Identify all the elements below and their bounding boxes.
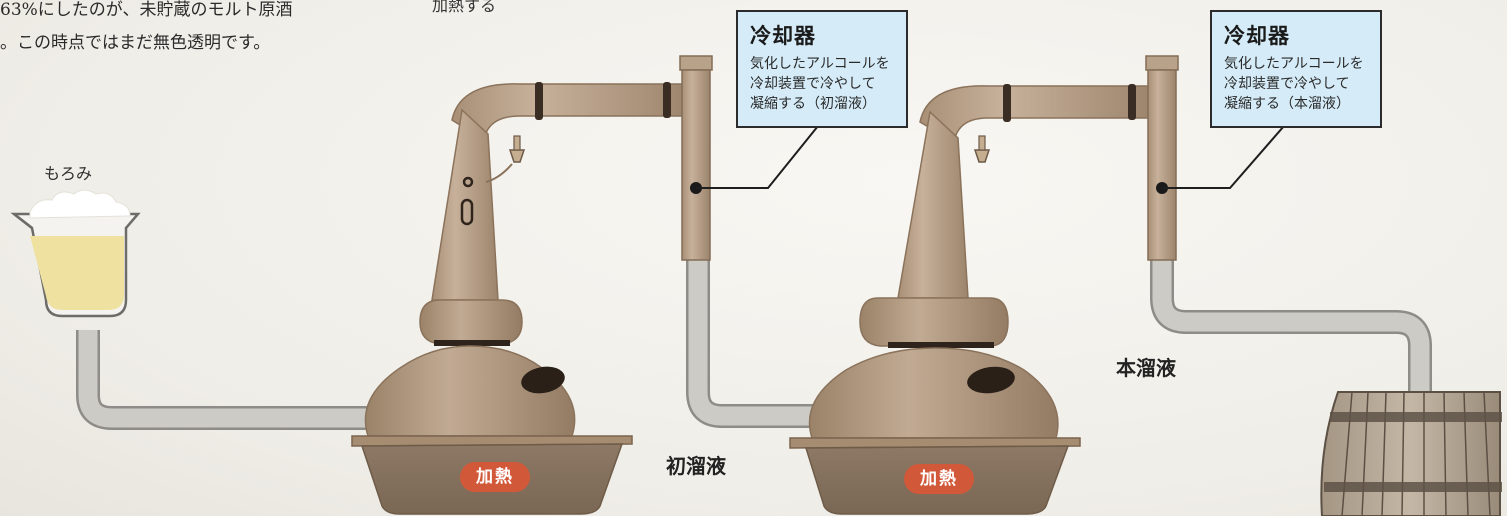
cooler-title-left: 冷却器: [750, 24, 816, 48]
condenser-right: [1145, 55, 1179, 261]
cooler-desc-left-line3: 凝縮する（初溜液）: [750, 96, 876, 112]
cooler-desc-right-line2: 冷却装置で冷やして: [1224, 76, 1350, 92]
cask: [1320, 391, 1502, 516]
moromi-tank: [10, 189, 141, 318]
cooler-desc-left-line1: 気化したアルコールを: [750, 56, 890, 72]
pot-still-right: [789, 84, 1157, 515]
pipe-main-distillate: [1150, 255, 1432, 398]
cooler-desc-right-line3: 凝縮する（本溜液）: [1224, 96, 1350, 112]
main-distillate-label: 本溜液: [1116, 356, 1176, 380]
intro-line-2: 。この時点ではまだ無色透明です。: [0, 33, 271, 53]
intro-line-1: 63%にしたのが、未貯蔵のモルト原酒: [0, 0, 293, 20]
heat-badge-left: 加熱: [460, 462, 530, 492]
intro-text: 63%にしたのが、未貯蔵のモルト原酒 。この時点ではまだ無色透明です。: [0, 0, 292, 60]
condenser-left: [679, 55, 713, 261]
cooler-callout-left: 冷却器 気化したアルコールを 冷却装置で冷やして 凝縮する（初溜液）: [736, 10, 908, 128]
moromi-label: もろみ: [44, 164, 93, 183]
heat-badge-right: 加熱: [904, 464, 974, 494]
first-distillate-label: 初溜液: [666, 454, 726, 478]
cooler-desc-left-line2: 冷却装置で冷やして: [750, 76, 876, 92]
leader-line-right: [1162, 125, 1285, 189]
cooler-title-right: 冷却器: [1224, 24, 1290, 48]
cooler-desc-right-line1: 気化したアルコールを: [1224, 56, 1364, 72]
leader-line-left: [696, 125, 819, 189]
top-heat-caption: 加熱する: [432, 0, 497, 15]
pipe-first-distillate: [686, 255, 818, 428]
pot-still-left: [351, 82, 693, 515]
cooler-callout-right: 冷却器 気化したアルコールを 冷却装置で冷やして 凝縮する（本溜液）: [1210, 10, 1382, 128]
pipe-moromi-to-still: [76, 330, 372, 430]
